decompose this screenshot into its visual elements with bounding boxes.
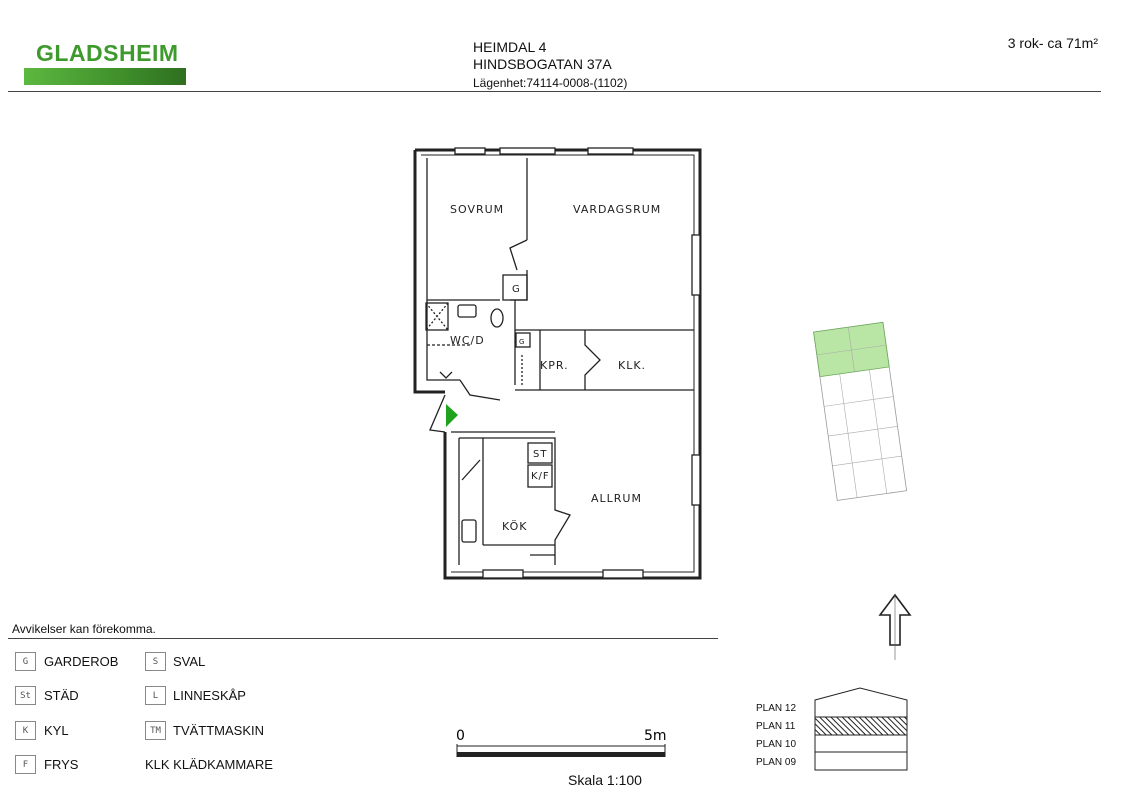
legend-label-sval: SVAL <box>173 654 206 669</box>
brand-logo-text: GLADSHEIM <box>36 40 179 66</box>
room-label-g2: G <box>519 338 525 346</box>
brand-logo-bar <box>24 68 186 85</box>
legend-label-stad: STÄD <box>44 688 79 703</box>
room-label-sovrum: SOVRUM <box>450 203 504 216</box>
room-label-allrum: ALLRUM <box>591 492 642 505</box>
legend-label-garderob: GARDEROB <box>44 654 119 669</box>
scale-end: 5m <box>644 728 667 744</box>
apartment-size: 3 rok- ca 71m² <box>1007 35 1098 51</box>
door-wc <box>459 379 501 401</box>
scale-bar: 0 5m <box>456 728 667 757</box>
legend-label-tvattmaskin: TVÄTTMASKIN <box>173 723 265 738</box>
legend-label-kladkammare: KLK KLÄDKAMMARE <box>145 757 273 772</box>
floor-label-plan09: PLAN 09 <box>756 757 797 768</box>
floor-label-plan11: PLAN 11 <box>756 721 796 732</box>
address: HINDSBOGATAN 37A <box>473 56 612 72</box>
floor-label-plan10: PLAN 10 <box>756 739 797 750</box>
legend-label-frys: FRYS <box>44 757 79 772</box>
floor-label-plan12: PLAN 12 <box>756 703 797 714</box>
scale-label: Skala 1:100 <box>568 772 642 788</box>
room-label-kok: KÖK <box>502 520 527 533</box>
legend-label-linneskap: LINNESKÅP <box>173 688 246 703</box>
legend-code-k: K <box>15 721 36 740</box>
legend-code-st: St <box>15 686 36 705</box>
room-label-g1: G <box>512 284 521 295</box>
room-label-vardagsrum: VARDAGSRUM <box>573 203 661 216</box>
room-label-kpr: KPR. <box>540 359 569 372</box>
legend-code-g: G <box>15 652 36 671</box>
legend-divider <box>8 638 718 639</box>
property-name: HEIMDAL 4 <box>473 39 547 55</box>
header-divider <box>8 91 1101 92</box>
legend-code-f: F <box>15 755 36 774</box>
building-overview <box>813 321 908 501</box>
legend-label-kyl: KYL <box>44 723 69 738</box>
scale-start: 0 <box>456 728 465 744</box>
room-label-st: ST <box>533 449 547 460</box>
entrance-door <box>429 394 446 433</box>
room-label-klk: KLK. <box>618 359 646 372</box>
room-label-kf: K/F <box>531 471 550 482</box>
legend-code-l: L <box>145 686 166 705</box>
legend-code-tm: TM <box>145 721 166 740</box>
legend-code-s: S <box>145 652 166 671</box>
floor-stack <box>814 687 908 771</box>
door-sovrum <box>509 239 528 271</box>
room-label-wc: WC/D <box>450 334 485 347</box>
disclaimer-note: Avvikelser kan förekomma. <box>12 622 156 636</box>
entrance-arrow <box>446 404 458 427</box>
apartment-number: Lägenhet:74114-0008-(1102) <box>473 76 628 90</box>
